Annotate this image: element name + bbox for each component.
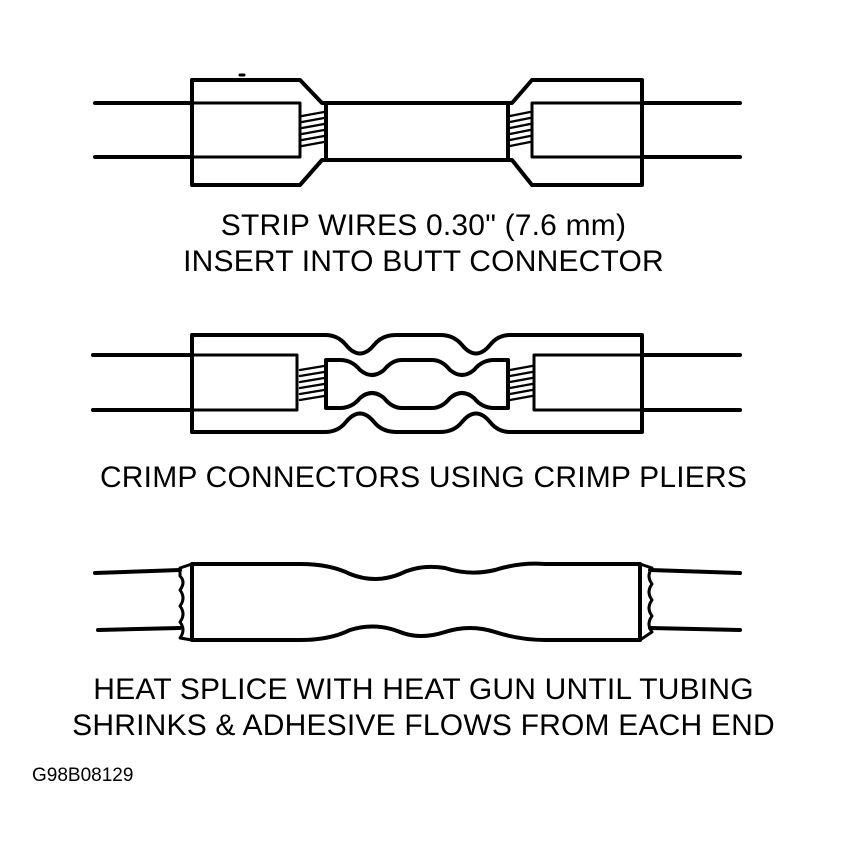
step-2-caption-line-1: CRIMP CONNECTORS USING CRIMP PLIERS [99, 461, 748, 494]
step-3-caption-line-1: HEAT SPLICE WITH HEAT GUN UNTIL TUBING [93, 673, 754, 706]
step-1-caption: STRIP WIRES 0.30" (7.6 mm) INSERT INTO B… [0, 208, 847, 280]
shrink-tubing [190, 561, 642, 642]
left-stripped-strands [300, 110, 326, 148]
step-3-caption: HEAT SPLICE WITH HEAT GUN UNTIL TUBING S… [0, 672, 847, 744]
step-3-heat-shrink: HEAT SPLICE WITH HEAT GUN UNTIL TUBING S… [0, 540, 847, 750]
left-insulation [190, 353, 299, 412]
left-adhesive-edge [178, 562, 194, 642]
right-insulation [530, 101, 644, 159]
crimped-sleeve [190, 333, 644, 434]
right-stripped-strands [508, 110, 532, 148]
step-1-insert: STRIP WIRES 0.30" (7.6 mm) INSERT INTO B… [0, 0, 847, 290]
wire-left-bottom [96, 626, 182, 632]
connector-barrel [324, 101, 510, 162]
connector-sleeve [190, 78, 644, 187]
step-3-caption-line-2: SHRINKS & ADHESIVE FLOWS FROM EACH END [72, 709, 775, 742]
step-1-caption-line-2: INSERT INTO BUTT CONNECTOR [183, 245, 664, 278]
crimped-connector-illustration [91, 333, 742, 434]
step-1-caption-line-1: STRIP WIRES 0.30" (7.6 mm) [220, 209, 627, 242]
figure-id-label: G98B08129 [32, 765, 134, 786]
right-insulation [532, 353, 644, 412]
wire-right-bottom [648, 626, 742, 632]
right-adhesive-edge [638, 562, 654, 642]
wire-right-top [648, 568, 742, 575]
step-2-caption: CRIMP CONNECTORS USING CRIMP PLIERS [0, 460, 847, 496]
left-stripped-strands [298, 364, 326, 402]
crimped-barrel [324, 358, 510, 410]
heat-shrunk-splice-illustration [93, 561, 742, 642]
wire-left-top [93, 568, 182, 575]
left-insulation [190, 101, 302, 159]
butt-connector-illustration [93, 73, 742, 187]
step-2-crimp: CRIMP CONNECTORS USING CRIMP PLIERS [0, 300, 847, 510]
right-stripped-strands [508, 364, 534, 402]
